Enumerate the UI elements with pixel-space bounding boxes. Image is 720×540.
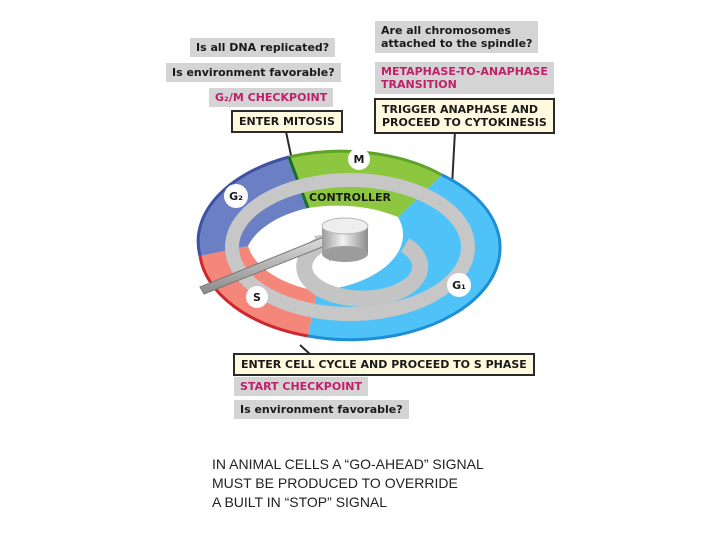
m-phase-label: M	[354, 153, 365, 166]
enter-mitosis-box: ENTER MITOSIS	[231, 110, 343, 133]
inner-track	[225, 173, 475, 321]
controller-knob	[321, 217, 369, 262]
g2m-checkpoint-label: G₂/M CHECKPOINT	[209, 88, 334, 107]
environment-question-top: Is environment favorable?	[166, 63, 341, 82]
caption-text: IN ANIMAL CELLS A “GO-AHEAD” SIGNAL MUST…	[212, 455, 484, 512]
controller-label: CONTROLLER	[309, 191, 391, 204]
trigger-anaphase-box: TRIGGER ANAPHASE AND PROCEED TO CYTOKINE…	[374, 98, 555, 134]
s-phase-label: S	[253, 291, 261, 304]
caption-line-2: MUST BE PRODUCED TO OVERRIDE	[212, 475, 458, 491]
environment-question-bottom: Is environment favorable?	[234, 400, 409, 419]
enter-cell-cycle-box: ENTER CELL CYCLE AND PROCEED TO S PHASE	[233, 353, 535, 376]
chromosomes-attached-question: Are all chromosomes attached to the spin…	[375, 21, 539, 53]
dna-replicated-question: Is all DNA replicated?	[190, 38, 336, 57]
start-checkpoint-label: START CHECKPOINT	[234, 377, 368, 396]
caption-line-1: IN ANIMAL CELLS A “GO-AHEAD” SIGNAL	[212, 456, 484, 472]
g2-label-circle	[224, 184, 248, 208]
g1-phase-label: G₁	[452, 279, 466, 292]
caption-line-3: A BUILT IN “STOP” SIGNAL	[212, 494, 388, 510]
m-label-circle	[348, 148, 370, 170]
metaphase-anaphase-transition-label: METAPHASE-TO-ANAPHASE TRANSITION	[375, 62, 554, 94]
cycle-arrow	[296, 232, 429, 307]
g1-label-circle	[447, 273, 471, 297]
g2-phase-label: G₂	[229, 190, 243, 203]
s-label-circle	[246, 286, 268, 308]
